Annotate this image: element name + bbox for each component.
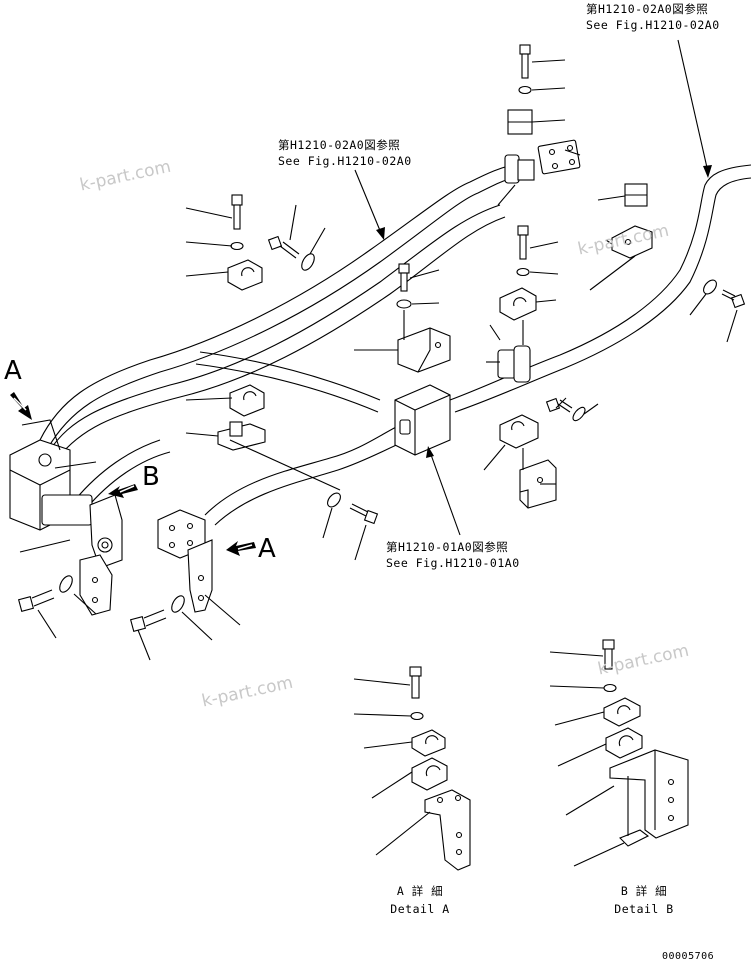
view-marker-a-upper: A [4, 356, 22, 386]
view-marker-b: B [142, 462, 160, 492]
bolt-center [398, 263, 410, 292]
clamp-upper-right [507, 109, 533, 135]
view-arrow-b [108, 484, 138, 498]
upper-pipe-2 [49, 204, 506, 459]
washer-lower-left [59, 575, 73, 593]
washer-lower-mid [171, 595, 185, 613]
detail-b-drawing [549, 639, 689, 867]
lower-flange-bracket [157, 509, 213, 613]
washer-center [396, 299, 412, 309]
page-number: 00005706 [662, 951, 715, 962]
bolt-center-right [517, 225, 529, 260]
ref-bottom-mid-en: See Fig.H1210-01A0 [386, 556, 520, 570]
view-marker-a-lower: A [258, 534, 276, 564]
detail-a-title-jp: A 詳 細 [396, 884, 444, 898]
detail-b-title-en: Detail B [614, 902, 674, 916]
bracket-left [217, 421, 266, 451]
bolt-upper-right [519, 44, 531, 79]
bolt-upper-left [231, 194, 243, 230]
bolt-lower-center [349, 503, 379, 525]
left-down-pipe [74, 439, 171, 511]
clamp-far-right [624, 183, 648, 207]
detail-a-drawing [353, 666, 471, 871]
washer-far-right [703, 279, 717, 295]
right-hose-fitting [497, 345, 531, 383]
ref-top-right-en: See Fig.H1210-02A0 [586, 18, 720, 32]
washer-upper-left [230, 241, 244, 251]
center-clamp-block [394, 384, 451, 456]
washer-lower-center [327, 492, 341, 508]
washer-diag-left [301, 253, 315, 271]
clamp-lower-left [229, 384, 265, 417]
upper-pipe [39, 164, 515, 449]
bracket-far-right [611, 225, 653, 259]
bolt-diag-left [267, 235, 300, 259]
view-arrow-a-upper [10, 392, 32, 420]
reference-pointers [354, 39, 712, 536]
detail-a-title-en: Detail A [390, 902, 450, 916]
clamp-upper-left [227, 259, 263, 291]
bolt-lower-mid [129, 609, 167, 633]
cross-pipe [195, 351, 381, 413]
clamp-lower-right [499, 414, 539, 449]
leader-lines [19, 59, 738, 661]
clamp-center-right [499, 287, 537, 321]
ref-top-right-jp: 第H1210-02A0図参照 [586, 2, 709, 16]
ref-top-mid-jp: 第H1210-02A0図参照 [278, 138, 401, 152]
detail-b-title-jp: B 詳 細 [620, 884, 668, 898]
washer-center-right [516, 267, 530, 277]
bracket-lower-right [519, 459, 557, 509]
left-valve-assembly [9, 419, 123, 616]
ref-top-mid-en: See Fig.H1210-02A0 [278, 154, 412, 168]
bolt-far-right [721, 289, 746, 309]
bracket-center [397, 327, 451, 373]
ref-bottom-mid-jp: 第H1210-01A0図参照 [386, 540, 509, 554]
lower-pipe [204, 424, 409, 526]
upper-coupling [504, 139, 581, 184]
bolt-lower-left [17, 589, 55, 613]
washer-upper-right [518, 85, 532, 95]
view-arrow-a-lower [226, 541, 256, 556]
washer-diag-right [572, 406, 586, 422]
